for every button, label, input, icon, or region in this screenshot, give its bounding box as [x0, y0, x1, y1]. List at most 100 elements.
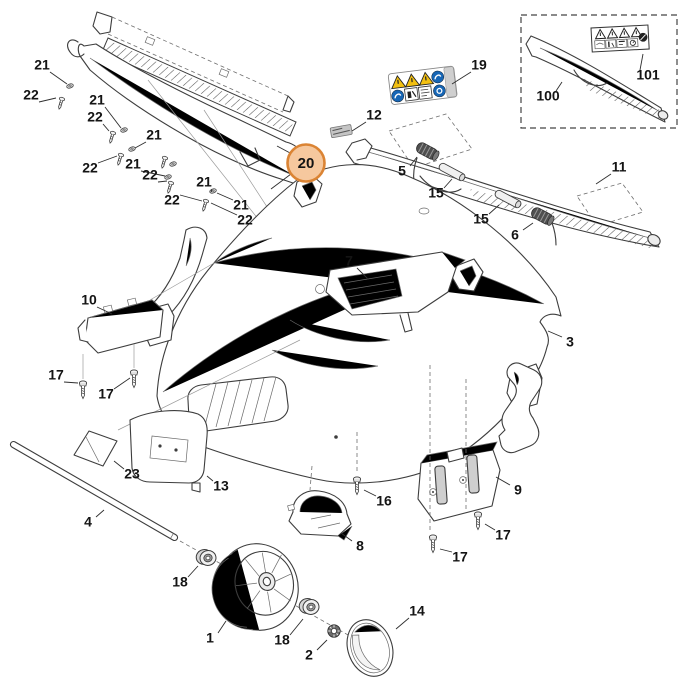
callout-14[interactable]: 14: [409, 603, 425, 619]
part-serrated-strip: [101, 37, 297, 137]
callout-12[interactable]: 12: [366, 107, 382, 123]
warning-triangle-icon: [594, 28, 607, 40]
callout-19[interactable]: 19: [471, 57, 487, 73]
callout-100[interactable]: 100: [536, 88, 560, 104]
callout-17[interactable]: 17: [495, 527, 511, 543]
callout-22[interactable]: 22: [23, 87, 39, 103]
callout-17[interactable]: 17: [452, 549, 468, 565]
callout-leader-1: [217, 620, 227, 634]
callout-21[interactable]: 21: [89, 92, 105, 108]
callout-leader-16: [363, 489, 377, 497]
part-1-wheel: [211, 543, 299, 631]
callout-22[interactable]: 22: [82, 160, 98, 176]
callout-leader-22: [157, 180, 168, 183]
part-18-bearing-b: [297, 595, 321, 618]
callout-22[interactable]: 22: [142, 167, 158, 183]
callout-leader-4: [95, 509, 105, 518]
warning-triangle-icon: [618, 27, 631, 39]
part-9-bracket-right: [417, 362, 543, 533]
mandatory-blue-icon: [433, 84, 446, 98]
part-100-kickstand-bar: [525, 35, 669, 123]
callout-3[interactable]: 3: [566, 334, 574, 350]
callout-21[interactable]: 21: [233, 197, 249, 213]
bystander-icon: [605, 39, 617, 49]
callout-21[interactable]: 21: [196, 174, 212, 190]
callout-21[interactable]: 21: [34, 57, 50, 73]
callout-22[interactable]: 22: [164, 192, 180, 208]
highlight-callout-20[interactable]: 20: [270, 143, 326, 190]
warning-triangle-icon: [630, 26, 643, 38]
callout-7[interactable]: 7: [345, 253, 353, 269]
callout-4[interactable]: 4: [84, 514, 92, 530]
callout-leader-9: [495, 476, 511, 486]
callout-15[interactable]: 15: [473, 211, 489, 227]
callout-16[interactable]: 16: [376, 493, 392, 509]
part-upper-rail: [92, 11, 295, 113]
callout-leader-100: [555, 81, 563, 92]
callout-leader-19: [451, 71, 472, 85]
callout-leader-18: [289, 618, 304, 636]
part-14-hub-cap: [346, 619, 394, 677]
callout-leader-11: [595, 173, 612, 185]
callout-101[interactable]: 101: [636, 67, 660, 83]
prohibition-dot-icon: [638, 32, 648, 42]
part-101-safety-sticker: [590, 24, 650, 53]
callout-leader-21: [49, 71, 68, 85]
callout-17[interactable]: 17: [98, 386, 114, 402]
callout-leader-5: [409, 156, 418, 167]
callout-10[interactable]: 10: [81, 292, 97, 308]
read-manual-icon: [404, 87, 419, 102]
callout-leader-101: [639, 53, 644, 71]
callout-leader-8: [340, 532, 353, 542]
callout-leader-22: [38, 97, 57, 103]
callout-leader-15: [488, 204, 500, 215]
callout-leader-21: [134, 141, 147, 149]
callout-21[interactable]: 21: [125, 156, 141, 172]
callout-18[interactable]: 18: [172, 574, 188, 590]
callout-18[interactable]: 18: [274, 632, 290, 648]
callout-leader-15: [443, 178, 453, 189]
warning-triangle-icon: [391, 74, 407, 90]
callout-15[interactable]: 15: [428, 185, 444, 201]
callout-23[interactable]: 23: [124, 466, 140, 482]
part-3-housing: [156, 164, 562, 484]
callout-leader-23: [113, 460, 125, 470]
callout-20[interactable]: 20: [298, 155, 315, 172]
front-grille: [187, 376, 289, 432]
part-6-spring: [529, 205, 557, 246]
callout-leader-22: [102, 123, 110, 132]
callout-1[interactable]: 1: [206, 630, 214, 646]
callout-9[interactable]: 9: [514, 482, 522, 498]
callout-leader-22: [210, 202, 238, 216]
callout-22[interactable]: 22: [87, 109, 103, 125]
callout-5[interactable]: 5: [398, 163, 406, 179]
callout-8[interactable]: 8: [356, 538, 364, 554]
part-13-cover: [129, 410, 208, 493]
warning-triangle-icon: [418, 71, 435, 86]
callout-6[interactable]: 6: [511, 227, 519, 243]
callout-13[interactable]: 13: [213, 478, 229, 494]
callout-21[interactable]: 21: [146, 127, 162, 143]
callout-leader-3: [547, 330, 563, 338]
callout-leader-21: [104, 106, 122, 129]
callout-leader-17: [113, 377, 131, 390]
callout-11[interactable]: 11: [612, 159, 627, 175]
callout-leader-10: [96, 306, 113, 315]
callout-leader-22: [97, 155, 118, 164]
callout-leader-6: [522, 222, 534, 231]
part-8-bracket: [287, 465, 353, 541]
dial-icon: [627, 38, 639, 48]
highlight-circle[interactable]: [286, 143, 326, 183]
warning-triangle-icon: [404, 73, 421, 88]
callout-22[interactable]: 22: [237, 212, 253, 228]
callout-leader-21: [210, 188, 213, 193]
callout-17[interactable]: 17: [48, 367, 64, 383]
callout-2[interactable]: 2: [305, 647, 313, 663]
mandatory-blue-icon: [391, 89, 405, 103]
part-7-vent-cover: [325, 251, 466, 333]
callout-leader-17: [63, 381, 79, 384]
part-16-screw: [352, 432, 362, 495]
callout-leader-21: [216, 192, 234, 201]
